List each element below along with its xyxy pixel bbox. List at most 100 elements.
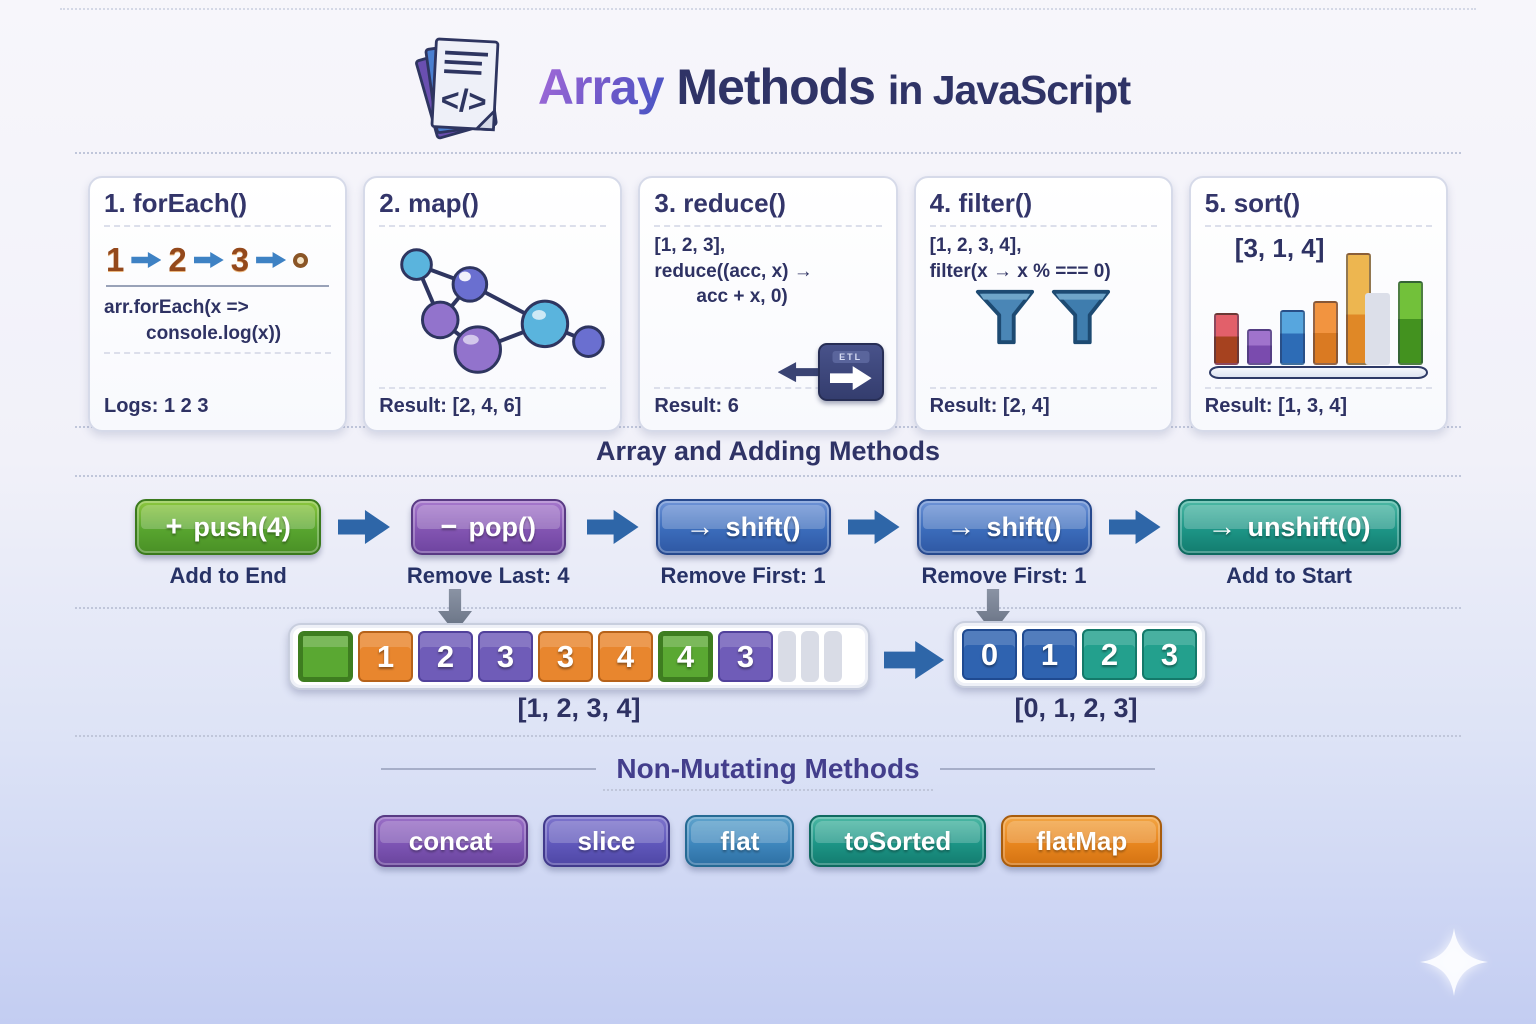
push-group: + push(4) Add to End — [135, 499, 321, 589]
array-cell — [298, 631, 353, 682]
tosorted-label: toSorted — [844, 825, 952, 856]
arrow-right-icon: → — [1207, 510, 1237, 543]
array-cell: 4 — [658, 631, 713, 682]
sequence-underline — [106, 285, 330, 287]
card-divider — [1204, 225, 1432, 227]
mutating-section-heading: Array and Adding Methods — [595, 436, 940, 466]
code-documents-icon: </> — [414, 37, 500, 140]
seq-number: 2 — [168, 241, 187, 278]
reduce-result: Result: 6 — [654, 395, 739, 418]
arrow-right-icon: → — [685, 510, 715, 543]
foreach-result: Logs: 1 2 3 — [104, 395, 209, 418]
array-visualization-area: 1 2 3 3 4 4 3 0 1 2 3 [1, 2, 3, 4] [0, 1… — [0, 589, 1536, 735]
foreach-sequence-diagram: 1 2 3 — [104, 233, 331, 285]
flatmap-button[interactable]: flatMap — [1001, 815, 1163, 867]
card-foreach: 1. forEach() 1 2 3 arr.forEach(x => cons… — [88, 176, 348, 433]
tosorted-button[interactable]: toSorted — [809, 815, 987, 867]
slice-button[interactable]: slice — [542, 815, 671, 867]
array-cell: 0 — [962, 629, 1017, 680]
plus-icon: + — [165, 510, 183, 543]
ghost-cell — [778, 631, 796, 682]
flow-arrow-icon — [337, 510, 390, 544]
end-circle-icon — [293, 252, 309, 268]
card-sort: 5. sort() [3, 1, 4] Result: [1, 3, 4] — [1188, 176, 1448, 433]
push-sublabel: Add to End — [169, 563, 287, 588]
filter-code-snippet: [1, 2, 3, 4], filter(x → x % === 0) — [929, 235, 1111, 282]
ghost-cell — [801, 631, 819, 682]
etl-processor-icon: ETL — [777, 343, 884, 402]
arrow-left-icon — [777, 362, 822, 383]
array-cell: 2 — [1082, 629, 1137, 680]
ghost-cell — [824, 631, 842, 682]
card-reduce-title: 3. reduce() — [654, 188, 786, 218]
card-divider — [104, 225, 332, 227]
flat-button[interactable]: flat — [685, 815, 795, 867]
non-mutating-buttons-row: concat slice flat toSorted flatMap — [0, 815, 1536, 867]
non-mutating-heading-row: Non-Mutating Methods — [0, 753, 1536, 785]
reduce-code-snippet: [1, 2, 3], reduce((acc, x) → acc + x, 0)… — [654, 233, 884, 402]
unshift-group: → unshift(0) Add to Start — [1177, 499, 1401, 589]
title-main: Methods — [676, 59, 876, 115]
sparkle-icon — [1420, 928, 1488, 996]
node-graph-illustration — [400, 248, 605, 374]
bar — [1246, 329, 1272, 366]
filter-result: Result: [2, 4] — [929, 395, 1050, 418]
array-cell: 4 — [598, 631, 653, 682]
unshift-button-label: unshift(0) — [1247, 511, 1371, 542]
card-divider — [929, 225, 1157, 227]
array-before-visualization: 1 2 3 3 4 4 3 — [288, 623, 870, 690]
card-divider — [379, 225, 607, 227]
section-separator — [75, 735, 1461, 737]
array-cell: 3 — [718, 631, 773, 682]
card-map-title: 2. map() — [379, 188, 479, 218]
minus-icon: − — [440, 510, 458, 543]
shift-button-1[interactable]: → shift() — [655, 499, 831, 555]
push-button[interactable]: + push(4) — [135, 499, 321, 555]
seq-number: 1 — [106, 241, 125, 278]
array-cell: 2 — [418, 631, 473, 682]
heading-dotted-underline — [603, 789, 933, 791]
card-divider — [1204, 387, 1432, 390]
card-sort-title: 5. sort() — [1204, 188, 1301, 218]
etl-label: ETL — [832, 351, 870, 364]
concat-button[interactable]: concat — [373, 815, 528, 867]
mutating-buttons-row: + push(4) Add to End − pop() Remove Last… — [0, 499, 1536, 589]
shift-button-2[interactable]: → shift() — [916, 499, 1092, 555]
card-divider — [379, 387, 607, 390]
array-after-label: [0, 1, 2, 3] — [1014, 693, 1138, 723]
unshift-button[interactable]: → unshift(0) — [1177, 499, 1401, 555]
header: </> Array Methods in JavaScript — [0, 10, 1536, 140]
card-divider — [654, 387, 882, 390]
header-separator — [75, 152, 1461, 154]
card-divider — [929, 387, 1157, 390]
card-map: 2. map() Result: [2, 4, — [363, 176, 623, 433]
sort-result: Result: [1, 3, 4] — [1204, 395, 1348, 418]
sort-input-label: [3, 1, 4] — [1234, 233, 1325, 263]
card-reduce: 3. reduce() [1, 2, 3], reduce((acc, x) →… — [638, 176, 898, 433]
funnel-icon — [1052, 290, 1111, 345]
array-after-visualization: 0 1 2 3 — [952, 621, 1207, 688]
bar — [1279, 310, 1305, 366]
card-filter: 4. filter() [1, 2, 3, 4], filter(x → x %… — [913, 176, 1173, 433]
arrow-right-icon — [193, 252, 224, 268]
array-cell: 1 — [1022, 629, 1077, 680]
shift-group-2: → shift() Remove First: 1 — [916, 499, 1092, 589]
card-filter-title: 4. filter() — [929, 188, 1033, 218]
slice-label: slice — [577, 825, 636, 856]
transform-arrow-icon — [884, 641, 944, 679]
concat-label: concat — [408, 825, 493, 856]
flow-arrow-icon — [1108, 510, 1161, 544]
arrow-right-icon — [256, 252, 287, 268]
shift-sublabel-1: Remove First: 1 — [660, 563, 826, 588]
unshift-sublabel: Add to Start — [1226, 563, 1352, 588]
array-cell: 1 — [358, 631, 413, 682]
pop-button-label: pop() — [468, 511, 536, 542]
pop-button[interactable]: − pop() — [410, 499, 566, 555]
bar-chart-illustration: [3, 1, 4] — [1205, 233, 1432, 381]
bar — [1312, 301, 1338, 366]
pop-group: − pop() Remove Last: 4 — [407, 499, 570, 589]
section-separator — [75, 475, 1461, 477]
bar-shadow — [1364, 293, 1390, 366]
svg-text:</>: </> — [440, 81, 488, 119]
